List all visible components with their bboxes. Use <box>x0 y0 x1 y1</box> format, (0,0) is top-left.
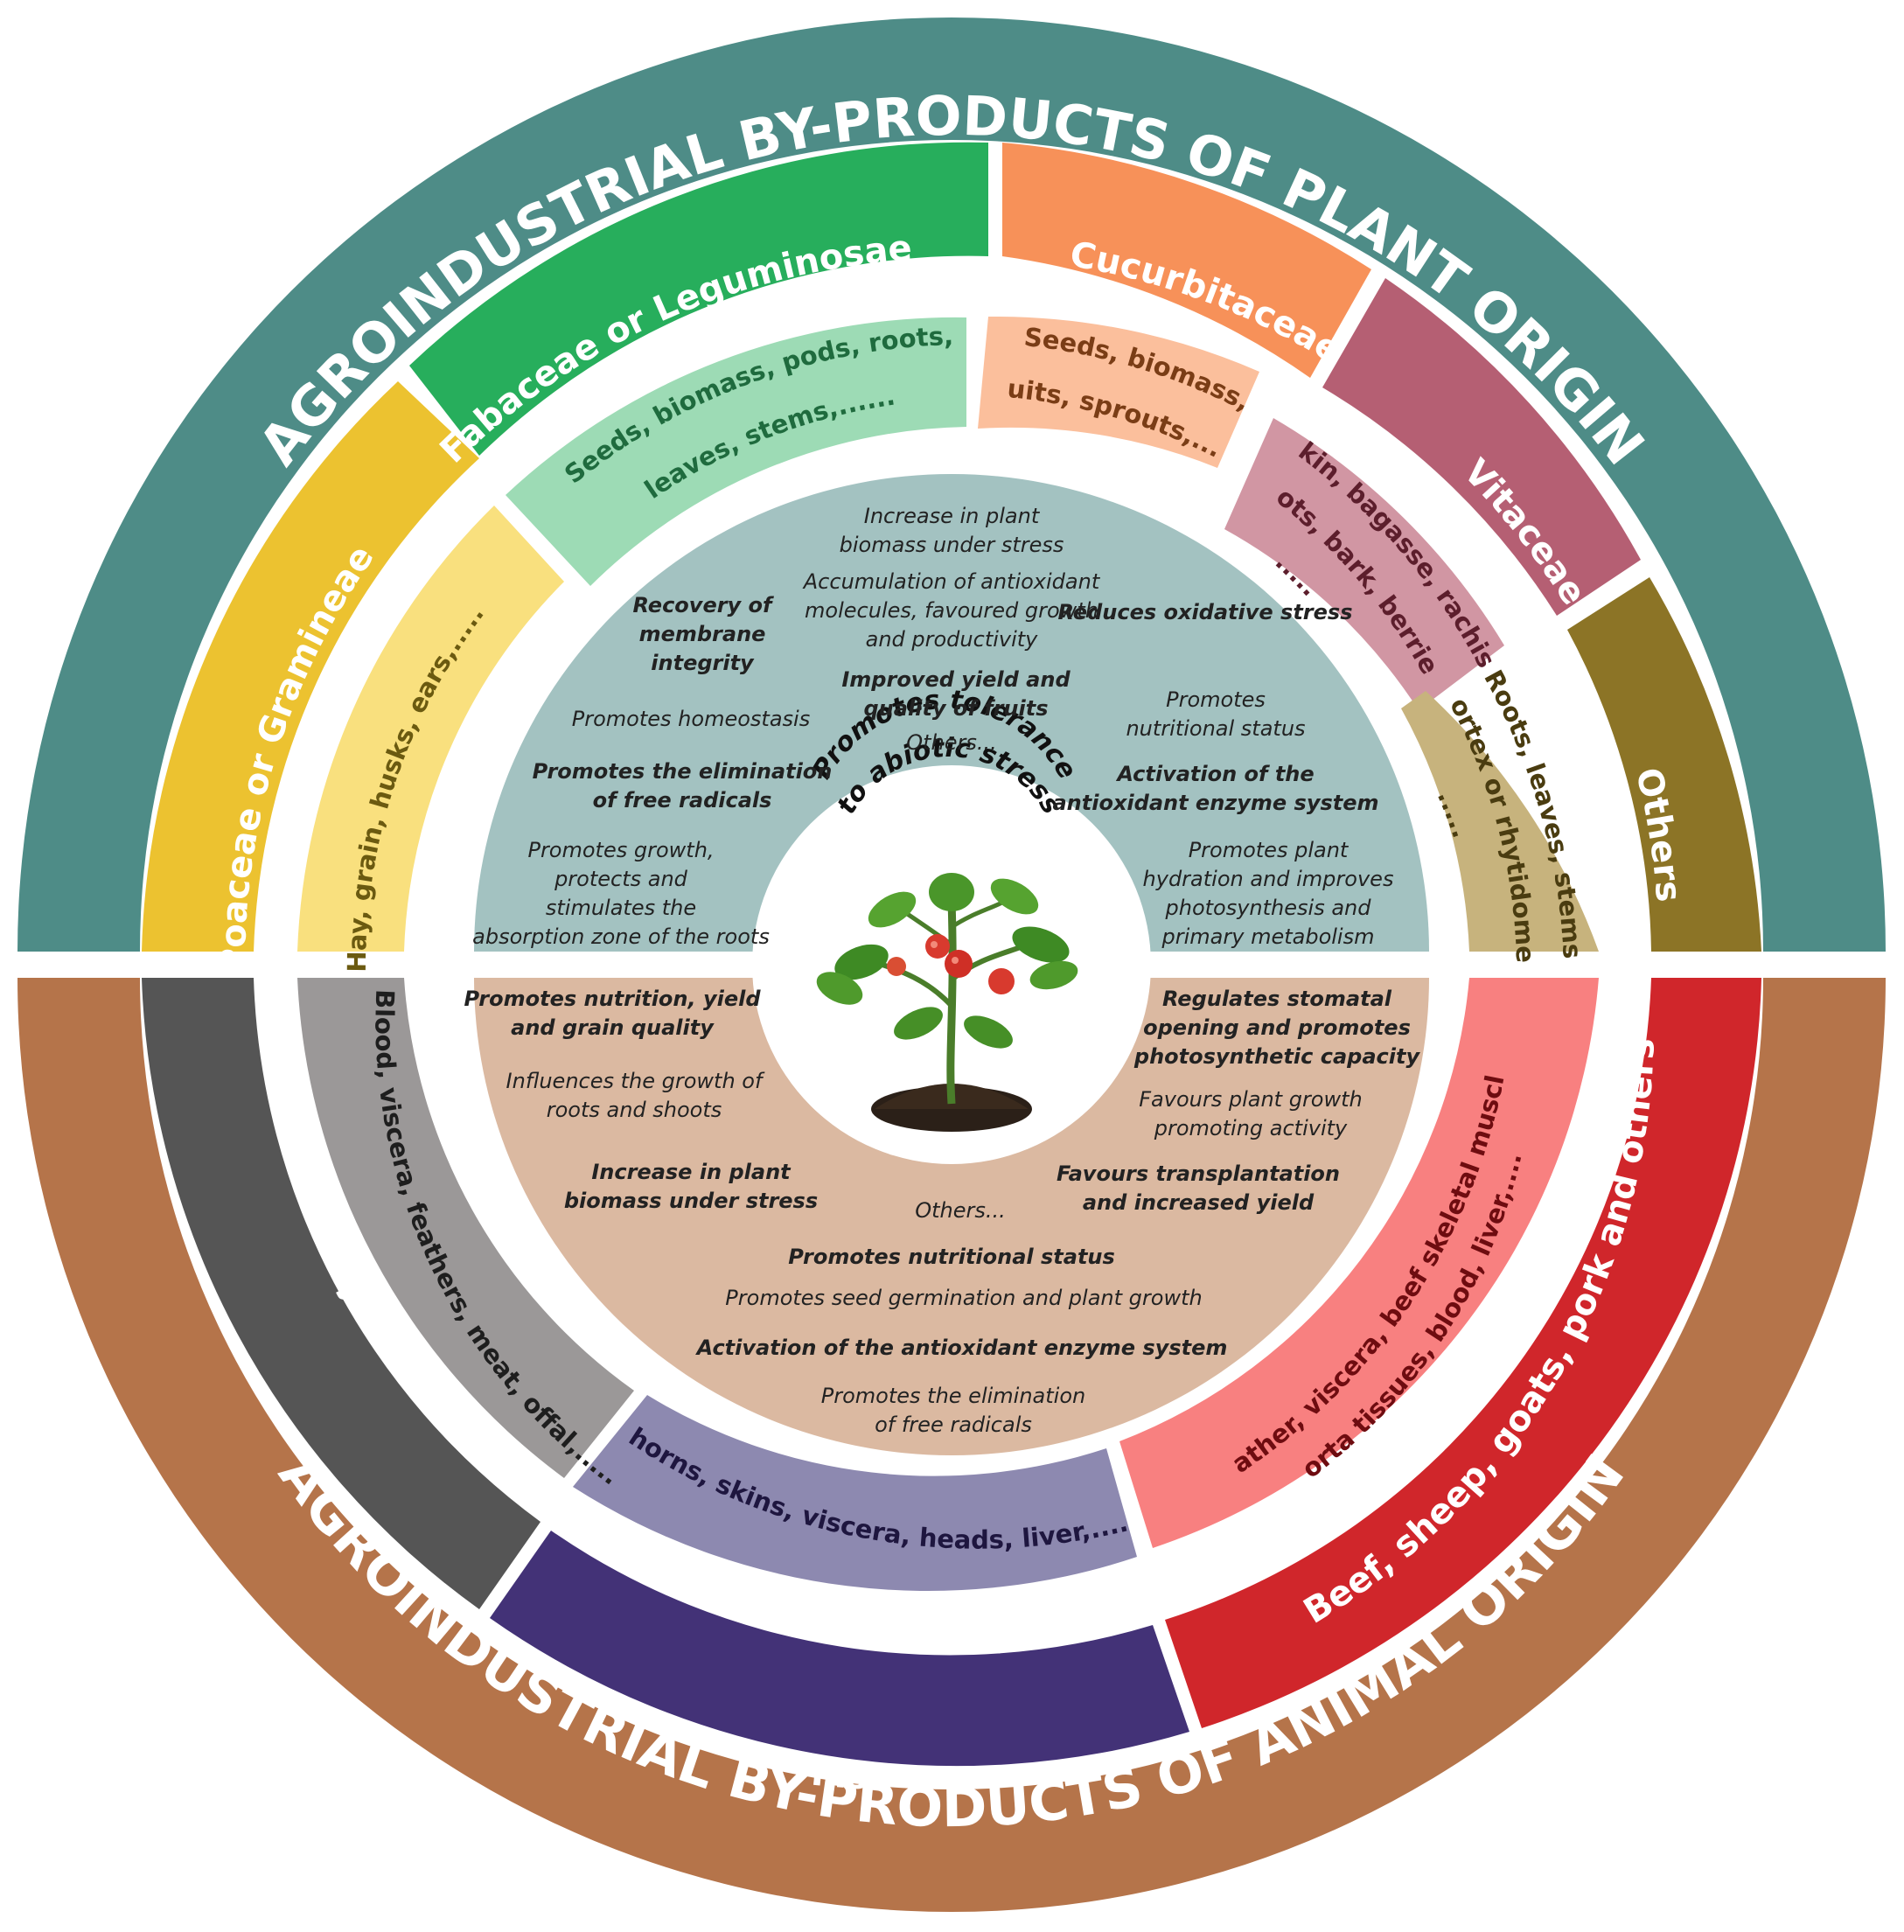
products-segment-poultry[interactable] <box>297 978 634 1478</box>
effect-item: Others... <box>915 1198 1006 1223</box>
effect-item: Promotes homeostasis <box>572 707 810 731</box>
plant-effects-panel <box>474 474 1429 952</box>
effect-item: Reduces oxidative stress <box>1058 600 1353 624</box>
family-segment-beef[interactable] <box>1165 978 1761 1728</box>
effect-item: Promotes nutritional status <box>788 1245 1115 1269</box>
effect-item: Promotes seed germination and plant grow… <box>725 1286 1202 1310</box>
effect-item: Others... <box>906 730 997 755</box>
products-segment-fish[interactable] <box>573 1395 1137 1591</box>
effects-disc <box>474 474 1429 1455</box>
products-segment-poaceae[interactable] <box>297 506 564 952</box>
effect-item: Activation of the antioxidant enzyme sys… <box>695 1336 1228 1360</box>
family-segment-others[interactable] <box>1567 577 1761 952</box>
products-segment-others[interactable] <box>1401 691 1599 952</box>
products-segment-vitaceae[interactable] <box>1224 418 1504 710</box>
family-segment-fish[interactable] <box>490 1531 1189 1767</box>
products-segment-beef[interactable] <box>1119 978 1599 1548</box>
animal-effects-panel <box>474 978 1429 1455</box>
family-segment-poultry[interactable] <box>142 978 541 1609</box>
animal-origin-band <box>17 978 1886 1912</box>
tomato-plant-icon <box>816 873 1078 1132</box>
family-label-fish: Fish <box>809 1754 892 1798</box>
outer-ring <box>17 17 1886 1912</box>
family-ring <box>142 142 1761 1767</box>
product-ring <box>297 316 1599 1591</box>
family-segment-poaceae[interactable] <box>142 381 479 952</box>
family-segment-cucurbitaceae[interactable] <box>1002 143 1371 378</box>
products-segment-fabaceae[interactable] <box>506 317 966 586</box>
family-segment-fabaceae[interactable] <box>409 142 988 456</box>
products-segment-cucurbitaceae[interactable] <box>978 316 1259 468</box>
plant-origin-band <box>17 17 1886 952</box>
family-segment-vitaceae[interactable] <box>1322 278 1641 616</box>
